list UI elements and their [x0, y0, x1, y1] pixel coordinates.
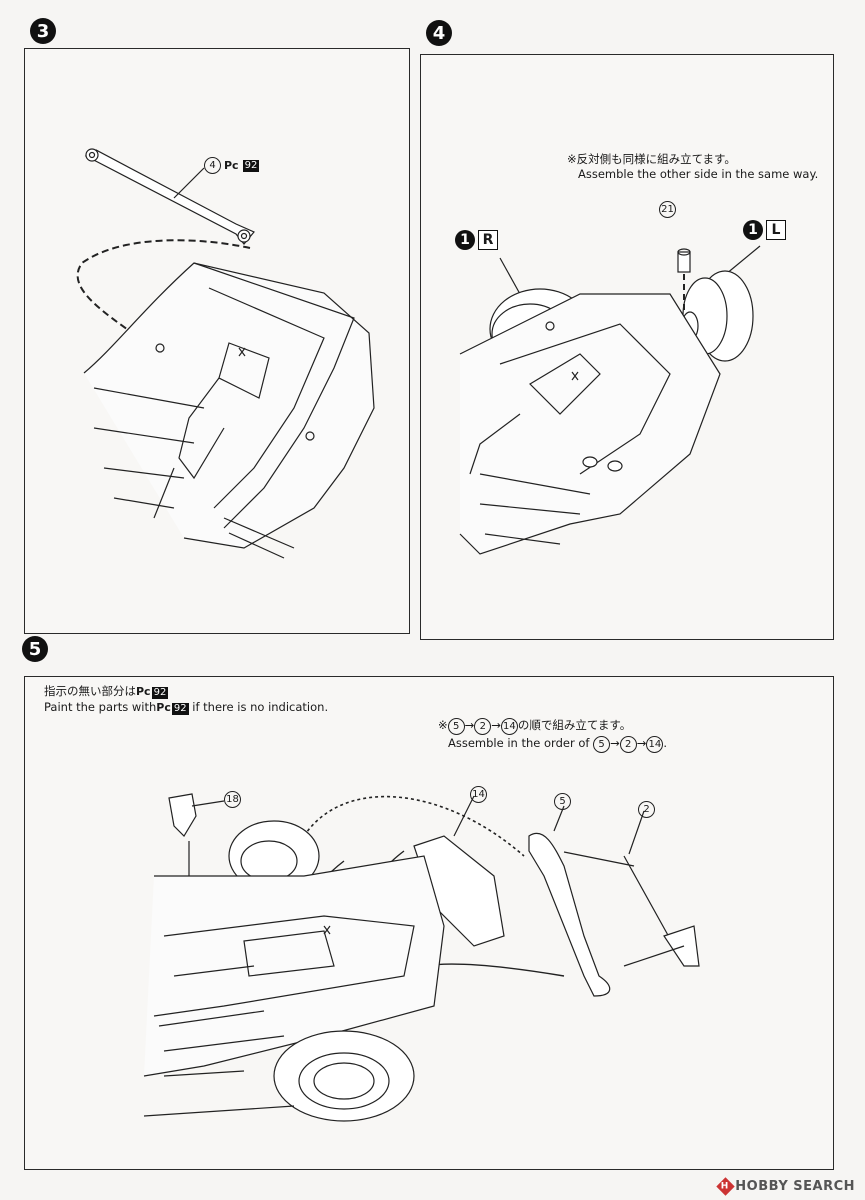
paint-code: 92: [151, 687, 169, 699]
paint-note-en-post: if there is no indication.: [188, 700, 329, 714]
order-arrow: →: [491, 718, 501, 732]
step-5-part-label-2: 2: [638, 801, 655, 818]
paint-code: 92: [171, 703, 189, 715]
order-en-pre: Assemble in the order of: [448, 736, 590, 750]
step-4-part-label: 21: [659, 201, 676, 218]
step-4-illustration: [459, 245, 761, 555]
watermark-text: HOBBY SEARCH: [735, 1179, 855, 1194]
step-5-badge: 5: [22, 636, 48, 662]
step-5-illustration: [143, 793, 700, 1122]
side-indicator: R: [478, 230, 498, 250]
paint-code-prefix: Pc: [156, 701, 171, 714]
part-number: 21: [659, 201, 676, 218]
hobby-search-logo-icon: H: [716, 1177, 735, 1196]
step-4-note-jp: ※反対側も同様に組み立てます。: [567, 152, 736, 166]
step-5-part-label-18: 18: [224, 791, 241, 808]
paint-note-jp-text: 指示の無い部分は: [44, 684, 136, 698]
step-3-badge: 3: [30, 18, 56, 44]
order-part-1: 5: [593, 736, 611, 753]
paint-code: 92: [242, 159, 260, 172]
paint-code-prefix: Pc: [136, 685, 151, 698]
part-number: 4: [204, 157, 221, 174]
order-part-3: 14: [646, 736, 664, 753]
order-jp-pre: ※: [438, 718, 448, 732]
step-5-part-label-14: 14: [470, 786, 487, 803]
part-group-number: 1: [455, 230, 475, 250]
part-number: 2: [638, 801, 655, 818]
step-5-order-note-en: Assemble in the order of 5→2→14.: [448, 736, 667, 753]
paint-code-prefix: Pc: [224, 159, 239, 172]
side-indicator: L: [766, 220, 786, 240]
hobby-search-watermark: H HOBBY SEARCH: [716, 1177, 855, 1196]
order-part-2: 2: [474, 718, 492, 735]
order-arrow: →: [464, 718, 475, 732]
part-group-number: 1: [743, 220, 763, 240]
right-side-badge: 1 R: [455, 230, 498, 250]
order-jp-post: の順で組み立てます。: [517, 718, 632, 732]
order-part-2: 2: [619, 736, 637, 753]
part-number: 14: [470, 786, 487, 803]
step-4-note-en: Assemble the other side in the same way.: [578, 167, 819, 181]
order-part-3: 14: [500, 718, 518, 735]
logo-letter: H: [721, 1181, 730, 1192]
order-arrow: →: [610, 736, 620, 750]
left-side-badge: 1 L: [743, 220, 786, 240]
step-4-badge: 4: [426, 20, 452, 46]
step-3-illustration: [76, 148, 375, 559]
order-arrow: →: [636, 736, 647, 750]
order-part-1: 5: [447, 718, 465, 735]
paint-note-en-pre: Paint the parts with: [44, 700, 157, 714]
part-number: 18: [224, 791, 241, 808]
